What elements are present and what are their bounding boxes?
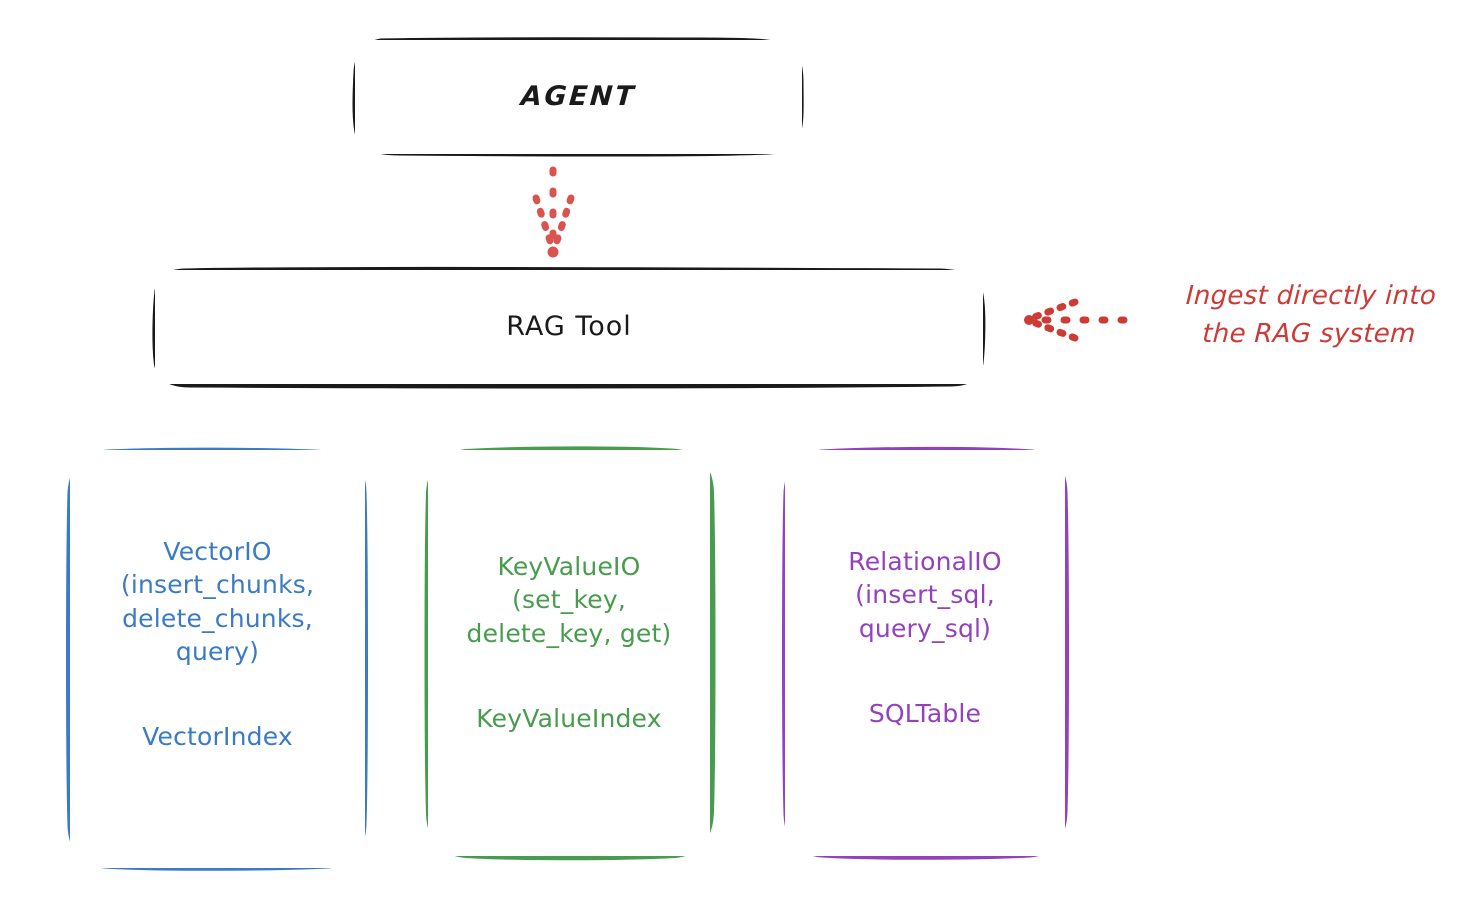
rag-tool-node[interactable]: RAG Tool	[155, 270, 983, 384]
vector-io-card[interactable]: VectorIO (insert_chunks, delete_chunks, …	[70, 450, 365, 868]
rag-tool-label: RAG Tool	[506, 311, 632, 343]
agent-label: AGENT	[519, 81, 638, 113]
agent-to-ragtool-connector	[532, 166, 575, 258]
relational-io-card[interactable]: RelationalIO (insert_sql, query_sql) SQL…	[785, 450, 1065, 856]
key-value-io-methods: KeyValueIO (set_key, delete_key, get)	[466, 552, 672, 648]
vector-io-methods: VectorIO (insert_chunks, delete_chunks, …	[120, 537, 315, 666]
relational-io-methods: RelationalIO (insert_sql, query_sql)	[848, 547, 1002, 643]
ingest-annotation: Ingest directly into the RAG system	[1150, 278, 1470, 353]
sql-table-label: SQLTable	[868, 698, 982, 728]
ingest-arrow-icon	[1024, 298, 1144, 342]
ingest-annotation-text: Ingest directly into the RAG system	[1185, 281, 1437, 349]
vector-index-label: VectorIndex	[142, 722, 293, 751]
key-value-index-label: KeyValueIndex	[476, 703, 662, 733]
agent-node[interactable]: AGENT	[355, 40, 802, 154]
key-value-io-card[interactable]: KeyValueIO (set_key, delete_key, get) Ke…	[428, 450, 710, 856]
